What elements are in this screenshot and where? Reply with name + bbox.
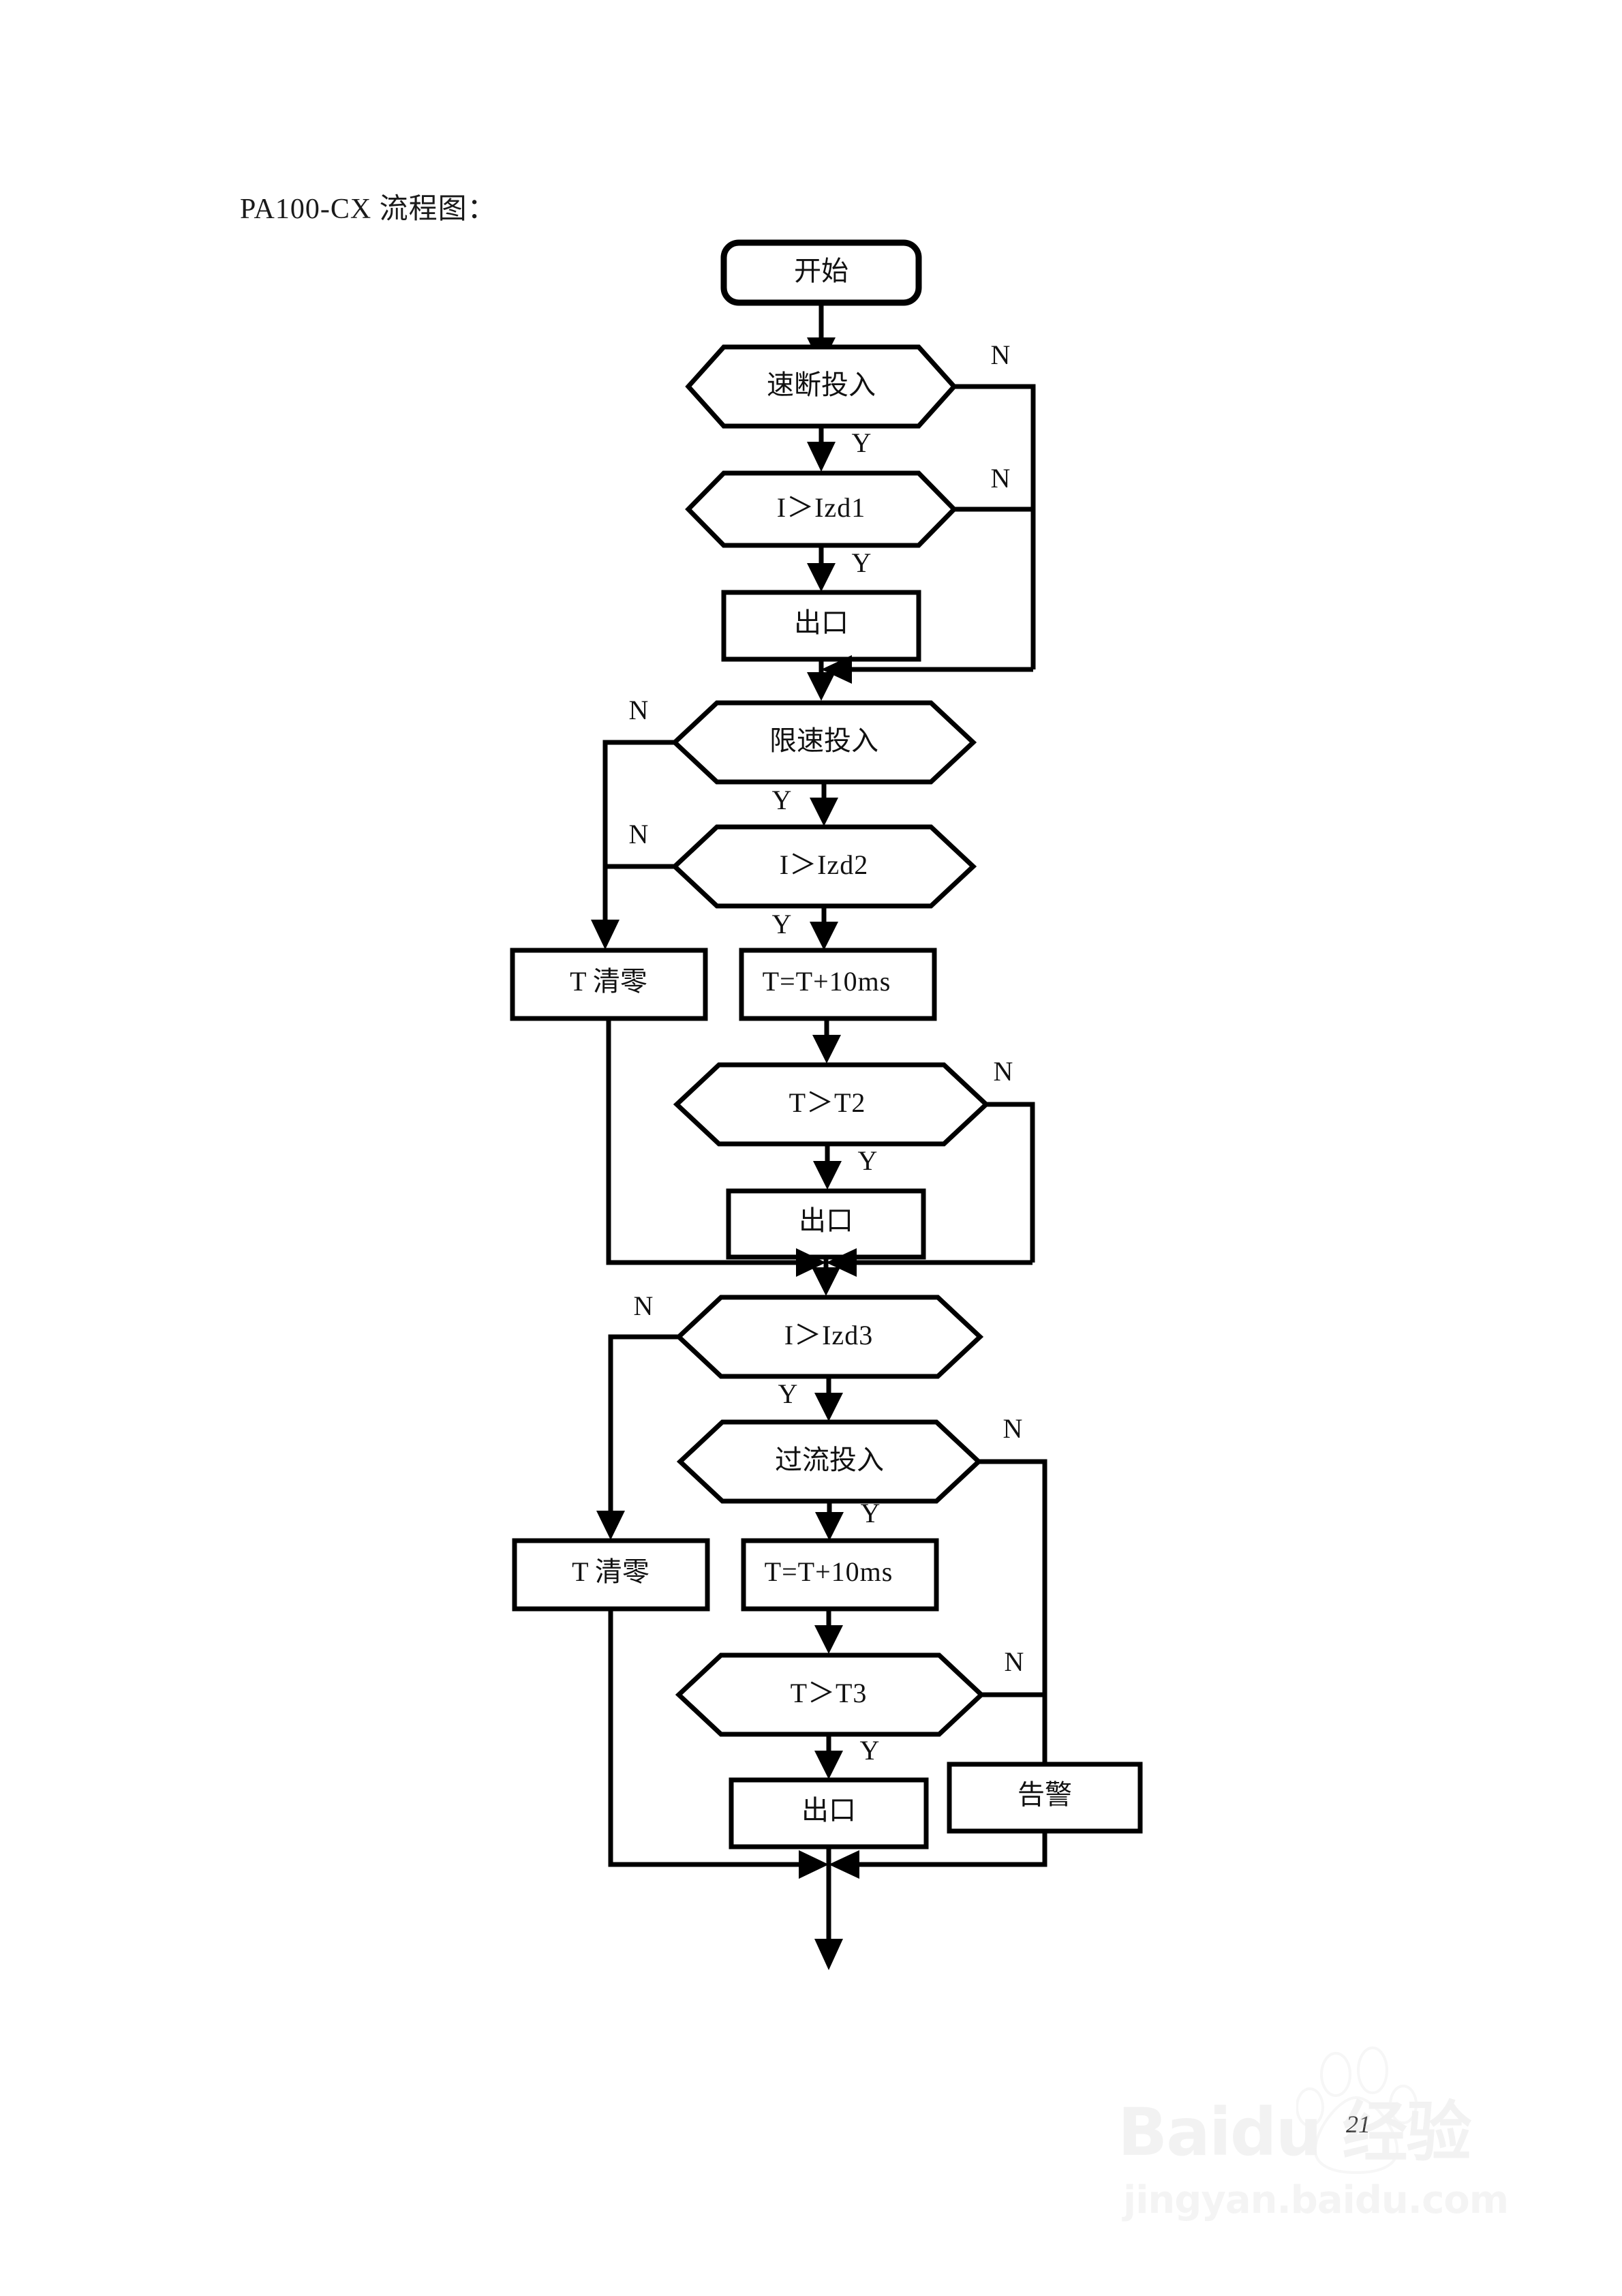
edge-tclear1-to-merge2 bbox=[606, 1018, 804, 1265]
arrowhead-izd1-yes bbox=[807, 563, 836, 592]
edge-sd-no-label: N bbox=[991, 339, 1011, 370]
edge-t2-no-label: N bbox=[994, 1056, 1013, 1087]
edge-t2-yes-label: Y bbox=[858, 1145, 878, 1176]
arrowhead-left-rail-2 bbox=[596, 1511, 625, 1540]
arrowhead-rail1-merge bbox=[821, 655, 852, 684]
arrowhead-right-merge2 bbox=[826, 1248, 857, 1277]
edge-t3-no-label: N bbox=[1005, 1646, 1024, 1677]
node-i-gt-izd3-label: I＞Izd3 bbox=[784, 1320, 873, 1350]
edge-gl-no-label: N bbox=[1003, 1413, 1023, 1444]
node-exit-1 bbox=[721, 590, 921, 662]
node-alarm-label: 告警 bbox=[1017, 1779, 1072, 1810]
node-sd-enable bbox=[685, 344, 958, 429]
edge-tclear2-to-merge3 bbox=[608, 1609, 808, 1867]
arrowhead-izd3-yes bbox=[814, 1393, 843, 1421]
node-exit-3-label: 出口 bbox=[801, 1795, 856, 1826]
edge-t2-no bbox=[986, 1102, 1035, 1263]
node-i-gt-izd1 bbox=[685, 470, 958, 548]
arrowhead-right-merge3 bbox=[829, 1850, 859, 1879]
edge-izd3-yes-label: Y bbox=[778, 1378, 798, 1409]
node-t-gt-t3 bbox=[675, 1652, 985, 1737]
node-i-gt-izd1-label: I＞Izd1 bbox=[777, 492, 866, 523]
edge-rail3-into-merge bbox=[851, 1831, 1047, 1867]
node-t-inc-2 bbox=[741, 1538, 939, 1612]
arrowhead-left-rail-1 bbox=[591, 920, 619, 950]
edge-izd1-yes-label: Y bbox=[852, 547, 872, 578]
edge-sd-no bbox=[954, 384, 1036, 669]
edge-izd2-no-label: N bbox=[629, 819, 649, 849]
node-t-clear-1 bbox=[510, 948, 708, 1021]
edge-xs-yes-label: Y bbox=[772, 785, 792, 815]
edge-sd-yes-label: Y bbox=[852, 427, 872, 458]
node-alarm bbox=[947, 1762, 1143, 1834]
arrowhead-t3-yes bbox=[814, 1751, 843, 1779]
node-start-label: 开始 bbox=[794, 256, 848, 286]
arrowhead-exit1-down bbox=[807, 672, 836, 701]
node-t-clear-1-label: T 清零 bbox=[570, 966, 647, 997]
arrowhead-t2-yes bbox=[813, 1161, 842, 1190]
edge-t3-yes-label: Y bbox=[860, 1735, 880, 1766]
node-t-clear-2 bbox=[512, 1538, 710, 1612]
arrowhead-sd-yes bbox=[807, 442, 836, 472]
arrowhead-tinc1-to-t2 bbox=[812, 1035, 841, 1063]
node-i-gt-izd2-label: I＞Izd2 bbox=[780, 849, 868, 880]
edge-izd2-yes-label: Y bbox=[772, 909, 792, 939]
node-exit-3 bbox=[729, 1777, 929, 1849]
node-t-gt-t2-label: T＞T2 bbox=[789, 1087, 866, 1118]
edge-gl-no bbox=[979, 1459, 1047, 1841]
node-t-clear-2-label: T 清零 bbox=[572, 1556, 649, 1587]
node-t-inc-1-label: T=T+10ms bbox=[763, 966, 891, 997]
edge-xs-no-label: N bbox=[629, 695, 649, 725]
arrowhead-final-flow bbox=[814, 1939, 843, 1970]
edge-gl-yes-label: Y bbox=[861, 1498, 881, 1528]
edge-xs-no bbox=[602, 740, 675, 923]
edge-izd3-no-label: N bbox=[634, 1290, 654, 1321]
node-exit-1-label: 出口 bbox=[794, 607, 848, 638]
arrowhead-left-merge3 bbox=[799, 1850, 829, 1879]
arrowhead-xs-yes bbox=[810, 798, 838, 826]
node-xs-enable-label: 限速投入 bbox=[769, 725, 878, 756]
node-sd-enable-label: 速断投入 bbox=[767, 369, 876, 400]
node-t-inc-1 bbox=[739, 948, 937, 1021]
node-gl-enable bbox=[676, 1419, 983, 1504]
arrowhead-gl-yes bbox=[815, 1512, 844, 1541]
page-number: 21 bbox=[1346, 2111, 1371, 2138]
node-t-gt-t2 bbox=[673, 1062, 990, 1147]
arrowhead-left-merge2 bbox=[796, 1248, 826, 1277]
page-title: PA100-CX 流程图： bbox=[240, 194, 497, 225]
edge-izd3-no bbox=[608, 1334, 679, 1513]
arrowhead-izd2-yes bbox=[810, 922, 838, 950]
node-exit-2-label: 出口 bbox=[799, 1205, 853, 1236]
node-gl-enable-label: 过流投入 bbox=[775, 1445, 884, 1475]
arrowhead-tinc2-to-t3 bbox=[814, 1625, 843, 1654]
node-t-inc-2-label: T=T+10ms bbox=[765, 1556, 893, 1587]
node-t-gt-t3-label: T＞T3 bbox=[791, 1678, 868, 1708]
arrowhead-exit2-down bbox=[812, 1267, 840, 1296]
edge-izd1-no-label: N bbox=[991, 463, 1011, 494]
